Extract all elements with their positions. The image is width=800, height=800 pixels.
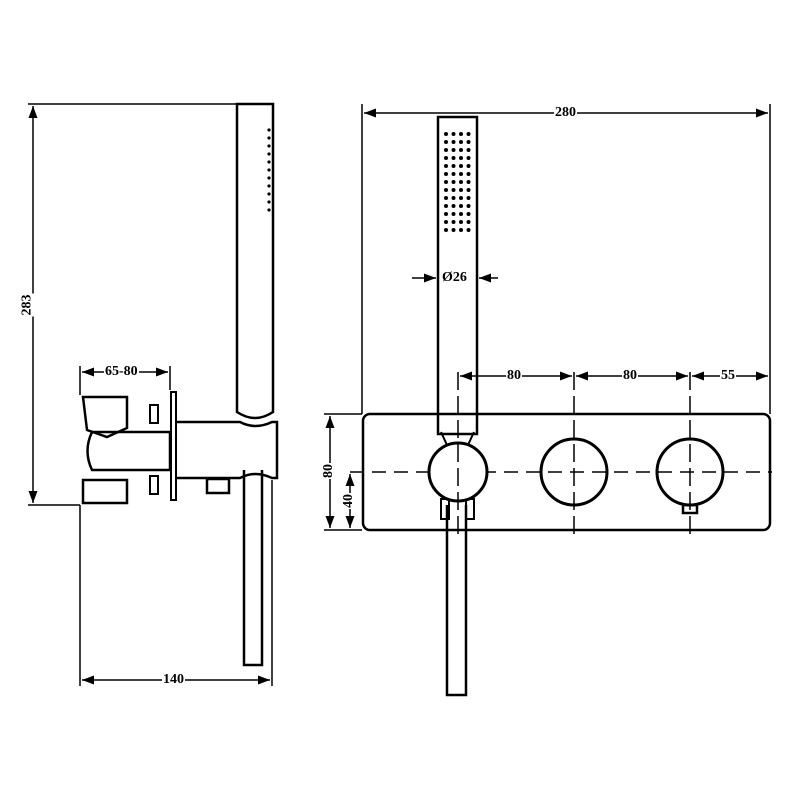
nozzle-dot [466,156,471,160]
nozzle-dot [444,156,448,160]
nozzle-dot [451,204,456,208]
nozzle-dot [444,204,448,208]
nozzle-dot [466,140,471,144]
nozzle-dot [459,148,463,152]
nozzle-dot [451,140,456,144]
edge-dimension: 55 [720,368,736,383]
nozzle-dot [444,164,448,168]
nozzle-dot [444,228,448,232]
spacing-1-dimension: 80 [506,368,522,383]
nozzle-dot [459,204,463,208]
nozzle-dot [466,148,471,152]
plate-height-dimension: 80 [321,463,336,479]
side-view [28,102,279,686]
nozzle-dot [451,180,456,184]
front-view [324,104,772,697]
nozzle-dot [466,220,471,224]
nozzle-dot [459,228,463,232]
nozzle-dot [466,212,471,216]
nozzle-dot [466,188,471,192]
nozzle-dot [451,196,456,200]
nozzle-dot [459,196,463,200]
nozzle-dot [444,212,448,216]
holder-side [175,420,279,480]
width-dimension: 280 [554,105,577,120]
depth-range-dimension: 65-80 [104,364,139,379]
total-depth-dimension: 140 [162,672,185,687]
nozzle-dot [459,180,463,184]
handshower-side [235,102,275,420]
nozzle-dot [444,180,448,184]
nozzle-dot [444,140,448,144]
nozzle-dot [459,188,463,192]
nozzle-dot [451,212,456,216]
nozzle-dot [466,180,471,184]
spray-nozzles-side [267,128,271,212]
spray-nozzles-front [444,132,471,232]
nozzle-dot [451,172,456,176]
nozzle-dot [459,140,463,144]
nozzle-dot [466,164,471,168]
nozzle-dot [466,204,471,208]
nozzle-dot [459,172,463,176]
nozzle-dot [451,132,456,136]
nozzle-dot [444,220,448,224]
nozzle-dot [444,148,448,152]
nozzle-dot [451,220,456,224]
nozzle-dot [451,148,456,152]
nozzle-dot [451,188,456,192]
nozzle-dot [444,172,448,176]
nozzle-dot [451,228,456,232]
nozzle-dot [459,212,463,216]
nozzle-dot [459,132,463,136]
nozzle-dot [466,132,471,136]
nozzle-dot [466,172,471,176]
nozzle-dot [444,188,448,192]
nozzle-dot [451,156,456,160]
hose-side [242,470,264,667]
spacing-2-dimension: 80 [622,368,638,383]
nozzle-dot [444,132,448,136]
nozzle-dot [466,228,471,232]
nozzle-dot [466,196,471,200]
nozzle-dot [459,220,463,224]
height-dimension: 283 [19,293,35,317]
valve-body-side [86,430,172,472]
nozzle-dot [459,164,463,168]
nozzle-dot [459,156,463,160]
center-height-dimension: 40 [341,493,356,509]
nozzle-dot [451,164,456,168]
nozzle-dot [444,196,448,200]
handshower-diameter-dimension: Ø26 [441,270,468,285]
hose-front [445,505,468,697]
